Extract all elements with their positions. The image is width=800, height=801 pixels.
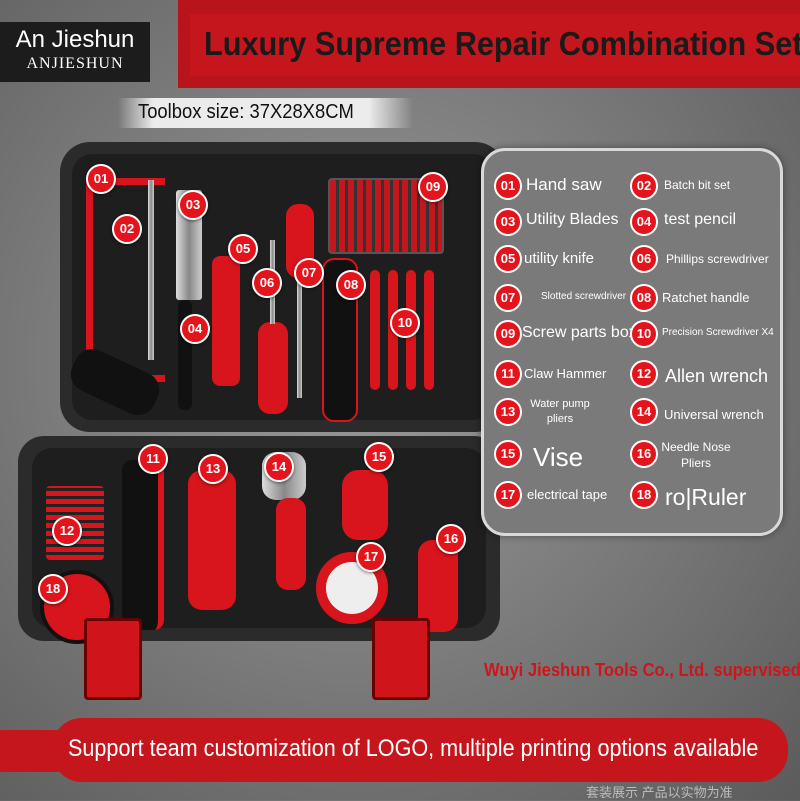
legend-badge: 03 <box>494 208 522 236</box>
needle-nose-pliers-illustration <box>418 540 458 632</box>
legend-label: Precision Screwdriver X4 <box>662 327 774 338</box>
utility-knife-illustration <box>212 256 240 386</box>
callout-badge: 01 <box>86 164 116 194</box>
legend-label: Allen wrench <box>665 366 769 386</box>
callout-badge: 12 <box>52 516 82 546</box>
legend-label: Slotted screwdriver <box>541 291 627 302</box>
customization-banner <box>52 718 788 782</box>
product-title: Luxury Supreme Repair Combination Set <box>204 25 800 62</box>
legend-label: Water pump pliers <box>530 398 590 425</box>
legend-label: Phillips screwdriver <box>666 252 769 266</box>
legend-badge: 04 <box>630 208 658 236</box>
legend-badge: 05 <box>494 245 522 273</box>
callout-badge: 15 <box>364 442 394 472</box>
legend-badge: 08 <box>630 284 658 312</box>
legend-badge: 18 <box>630 481 658 509</box>
legend-badge: 02 <box>630 172 658 200</box>
legend-badge: 16 <box>630 440 658 468</box>
legend-badge: 14 <box>630 398 658 426</box>
phillips-screwdriver-handle <box>258 322 288 414</box>
legend-badge: 17 <box>494 481 522 509</box>
legend-label: Universal wrench <box>664 407 764 422</box>
legend-badge: 13 <box>494 398 522 426</box>
legend-badge: 07 <box>494 284 522 312</box>
callout-badge: 13 <box>198 454 228 484</box>
supervised-note: Wuyi Jieshun Tools Co., Ltd. supervised <box>484 660 800 680</box>
claw-hammer-illustration <box>122 460 164 630</box>
legend-badge: 01 <box>494 172 522 200</box>
legend-badge: 10 <box>630 320 658 348</box>
callout-badge: 11 <box>138 444 168 474</box>
legend-label: utility knife <box>524 250 595 267</box>
legend-label: Batch bit set <box>664 178 731 192</box>
brand-box <box>0 22 150 82</box>
case-latch-left <box>84 618 142 700</box>
callout-badge: 03 <box>178 190 208 220</box>
callout-badge: 08 <box>336 270 366 300</box>
callout-badge: 07 <box>294 258 324 288</box>
legend-label: test pencil <box>664 211 737 228</box>
legend-badge: 06 <box>630 245 658 273</box>
case-latch-right <box>372 618 430 700</box>
title-bar-inner <box>190 14 800 76</box>
callout-badge: 05 <box>228 234 258 264</box>
legend-label: Ratchet handle <box>662 290 750 305</box>
callout-badge: 18 <box>38 574 68 604</box>
callout-badge: 16 <box>436 524 466 554</box>
slotted-screwdriver-shaft <box>297 278 302 398</box>
electrical-tape-illustration <box>316 552 388 624</box>
legend-badge: 09 <box>494 320 522 348</box>
callout-badge: 06 <box>252 268 282 298</box>
legend-label: Claw Hammer <box>524 366 607 381</box>
callout-badge: 02 <box>112 214 142 244</box>
banner-text: Support team customization of LOGO, mult… <box>68 735 759 762</box>
vise-illustration <box>342 470 388 540</box>
water-pump-pliers-illustration <box>188 470 236 610</box>
banner-edge <box>0 730 60 772</box>
disclaimer-text: 套装展示 产品以实物为准 <box>586 785 733 800</box>
legend-badge: 11 <box>494 360 522 388</box>
legend-label: electrical tape <box>527 487 608 502</box>
legend-label: Hand saw <box>526 175 602 194</box>
brand-name: An Jieshun <box>15 26 135 53</box>
legend-badge: 12 <box>630 360 658 388</box>
legend-label: ro|Ruler <box>665 484 747 510</box>
callout-badge: 04 <box>180 314 210 344</box>
legend-label: Needle Nose Pliers <box>661 440 731 470</box>
toolbox-size: Toolbox size: 37X28X8CM <box>138 101 354 123</box>
legend-label: Utility Blades <box>526 211 619 228</box>
callout-badge: 10 <box>390 308 420 338</box>
saw-blade-illustration <box>148 180 154 360</box>
universal-wrench-handle <box>276 498 306 590</box>
callout-badge: 09 <box>418 172 448 202</box>
size-strip <box>118 98 413 128</box>
legend-label: Vise <box>533 442 584 472</box>
precision-screwdriver-4 <box>424 270 434 390</box>
brand-subtitle: ANJIESHUN <box>26 55 124 72</box>
callout-badge: 17 <box>356 542 386 572</box>
precision-screwdriver-1 <box>370 270 380 390</box>
legend-badge: 15 <box>494 440 522 468</box>
legend-label: Screw parts box <box>522 324 637 341</box>
callout-badge: 14 <box>264 452 294 482</box>
